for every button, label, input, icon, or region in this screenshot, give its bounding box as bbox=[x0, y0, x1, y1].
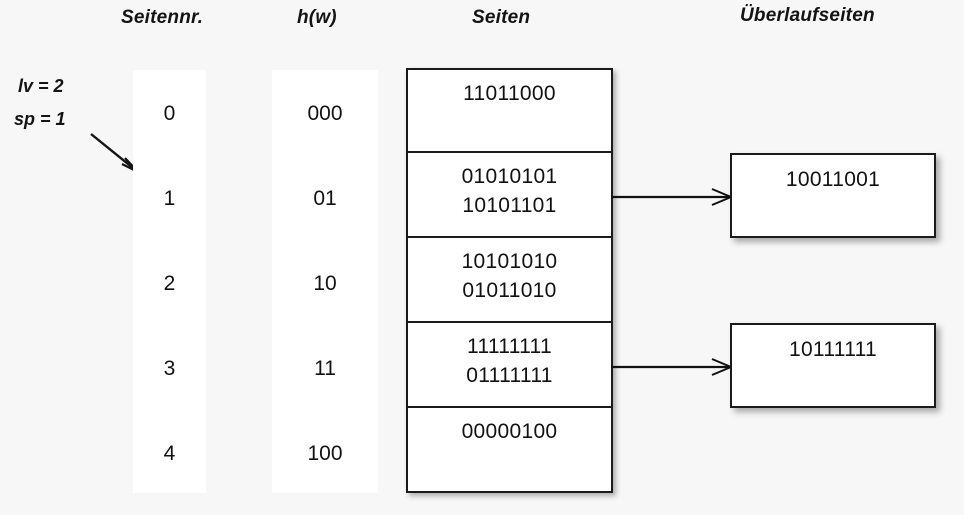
column-seitennr: 0 1 2 3 4 bbox=[133, 70, 206, 493]
page-record: 11011000 bbox=[463, 82, 556, 105]
seitennr-cell-0: 0 bbox=[163, 102, 176, 125]
overflow-page-0: 10011001 bbox=[730, 153, 936, 238]
page-record: 01010101 bbox=[461, 165, 558, 188]
page-record: 01111111 bbox=[466, 364, 553, 387]
seitennr-cell-4: 4 bbox=[163, 442, 176, 465]
overflow-record: 10011001 bbox=[785, 168, 881, 191]
seitennr-cell-1: 1 bbox=[163, 187, 176, 210]
column-hash-values: 000 01 10 11 100 bbox=[272, 70, 378, 493]
page-row-0: 11011000 bbox=[408, 70, 611, 153]
hw-cell-2: 10 bbox=[313, 272, 337, 295]
hw-cell-0: 000 bbox=[307, 102, 343, 125]
page-record: 10101101 bbox=[462, 194, 557, 217]
page-record: 01011010 bbox=[462, 279, 557, 302]
seitennr-cell-2: 2 bbox=[163, 272, 176, 295]
overflow-page-1: 10111111 bbox=[730, 323, 936, 408]
page-row-2: 10101010 01011010 bbox=[408, 238, 611, 323]
page-record: 11111111 bbox=[467, 335, 552, 358]
hw-cell-4: 100 bbox=[307, 442, 343, 465]
page-row-4: 00000100 bbox=[408, 408, 611, 490]
hw-cell-3: 11 bbox=[314, 357, 336, 380]
column-header-seitennr: Seitennr. bbox=[121, 7, 204, 28]
overflow-record: 10111111 bbox=[788, 338, 878, 361]
column-header-ueberlaufseiten: Überlaufseiten bbox=[740, 5, 875, 26]
arrow-right-icon bbox=[611, 188, 734, 206]
page-record: 00000100 bbox=[461, 420, 558, 443]
column-header-hw: h(w) bbox=[297, 7, 337, 28]
seitennr-cell-3: 3 bbox=[163, 357, 176, 380]
pages-table: 11011000 01010101 10101101 10101010 0101… bbox=[406, 68, 613, 493]
page-row-1: 01010101 10101101 bbox=[408, 153, 611, 238]
arrow-right-icon bbox=[611, 358, 734, 376]
column-header-seiten: Seiten bbox=[472, 7, 531, 28]
page-row-3: 11111111 01111111 bbox=[408, 323, 611, 408]
param-split-pointer-label: sp = 1 bbox=[14, 109, 66, 129]
hw-cell-1: 01 bbox=[313, 187, 337, 210]
param-level-label: lv = 2 bbox=[18, 76, 64, 96]
page-record: 10101010 bbox=[461, 250, 558, 273]
